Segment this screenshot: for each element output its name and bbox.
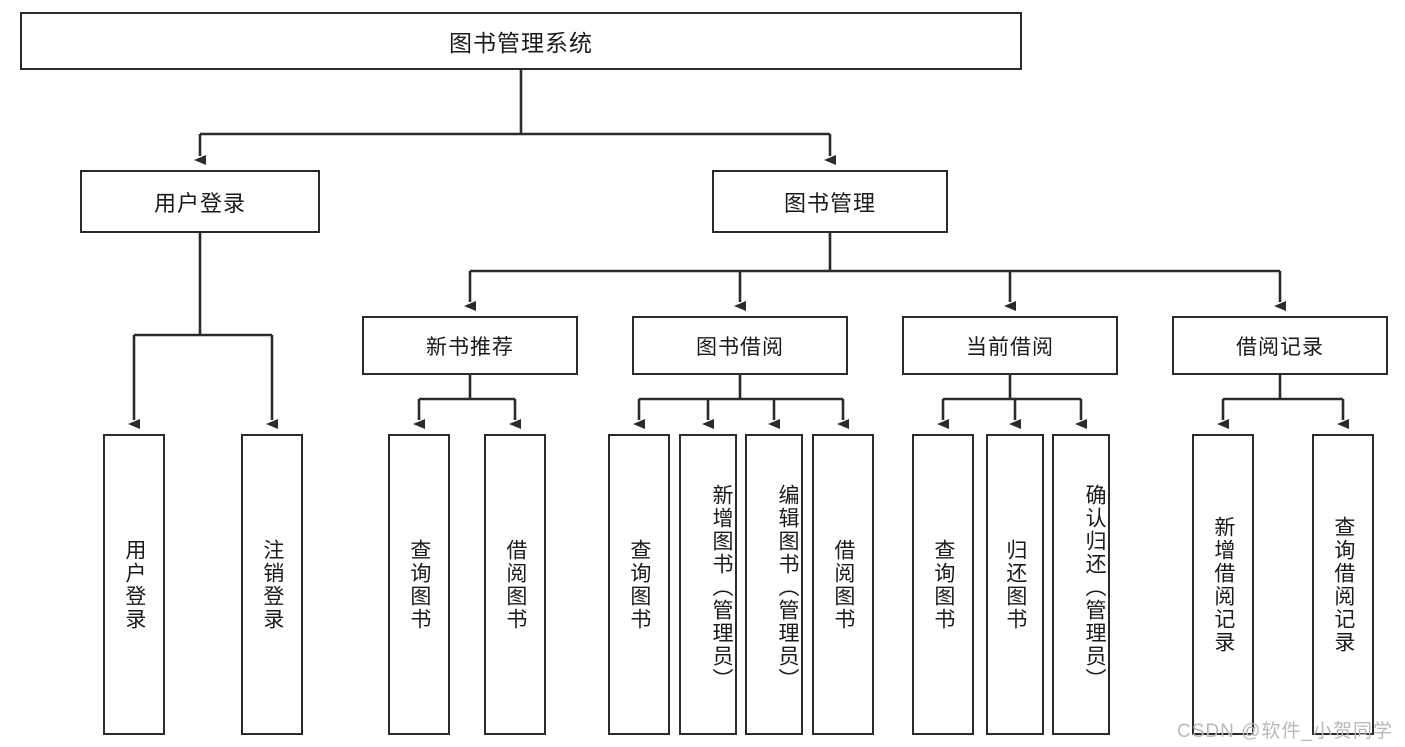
node-leaf-user-login[interactable]: 用户登录	[103, 434, 165, 735]
node-leaf-confirm-return-admin[interactable]: 确认归还（管理员）	[1052, 434, 1110, 735]
node-root-book-management-system[interactable]: 图书管理系统	[20, 12, 1022, 70]
node-book-management[interactable]: 图书管理	[712, 170, 948, 233]
node-leaf-add-borrow-record[interactable]: 新增借阅记录	[1192, 434, 1254, 735]
node-leaf-borrow-book[interactable]: 借阅图书	[812, 434, 874, 735]
node-current-borrowing[interactable]: 当前借阅	[902, 316, 1118, 375]
node-leaf-borrow-book-rec[interactable]: 借阅图书	[484, 434, 546, 735]
node-leaf-query-book-borrow[interactable]: 查询图书	[608, 434, 670, 735]
node-new-book-recommendation[interactable]: 新书推荐	[362, 316, 578, 375]
node-user-login[interactable]: 用户登录	[80, 170, 320, 233]
node-book-borrowing[interactable]: 图书借阅	[632, 316, 848, 375]
node-leaf-query-borrow-record[interactable]: 查询借阅记录	[1312, 434, 1374, 735]
node-leaf-user-logout[interactable]: 注销登录	[241, 434, 303, 735]
node-leaf-query-book-current[interactable]: 查询图书	[912, 434, 974, 735]
node-leaf-return-book[interactable]: 归还图书	[986, 434, 1044, 735]
csdn-watermark: CSDN @软件_小贺同学	[1177, 721, 1393, 742]
node-leaf-edit-book-admin[interactable]: 编辑图书（管理员）	[745, 434, 803, 735]
node-borrowing-record[interactable]: 借阅记录	[1172, 316, 1388, 375]
node-leaf-query-book-rec[interactable]: 查询图书	[388, 434, 450, 735]
node-leaf-add-book-admin[interactable]: 新增图书（管理员）	[679, 434, 737, 735]
